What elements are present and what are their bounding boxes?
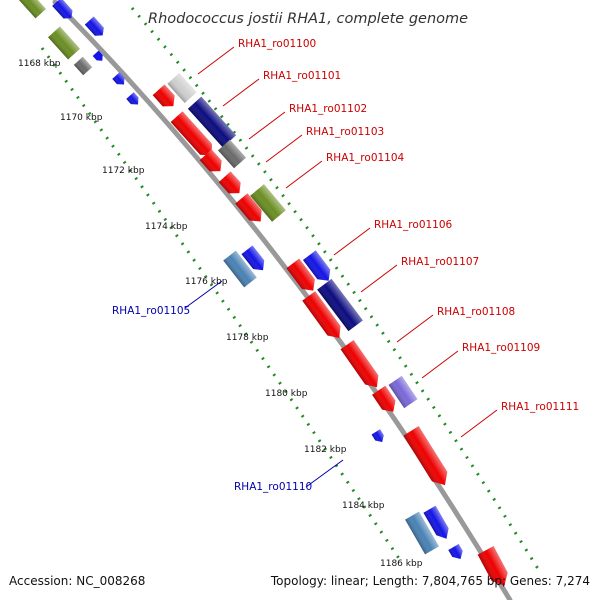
gene-label[interactable]: RHA1_ro01105 bbox=[112, 305, 190, 317]
genome-backbone bbox=[52, 0, 513, 600]
tick-label: 1172 kbp bbox=[102, 166, 145, 176]
tick-label: 1174 kbp bbox=[145, 222, 188, 232]
label-leader-line bbox=[265, 134, 303, 163]
gene-arrow[interactable] bbox=[286, 258, 319, 296]
genome-summary-text: Topology: linear; Length: 7,804,765 bp; … bbox=[270, 574, 590, 588]
gene-arrow[interactable] bbox=[302, 291, 346, 342]
gene-arrow[interactable] bbox=[477, 546, 513, 590]
dotted-guides bbox=[40, 7, 542, 573]
label-leader-line bbox=[396, 314, 434, 343]
gene-arrow[interactable] bbox=[48, 26, 80, 60]
gene-arrow[interactable] bbox=[340, 340, 384, 392]
label-leader-line bbox=[305, 459, 344, 488]
tick-label: 1178 kbp bbox=[226, 333, 269, 343]
label-leader-line bbox=[360, 264, 398, 293]
gene-arrow[interactable] bbox=[250, 184, 286, 222]
gene-label[interactable]: RHA1_ro01110 bbox=[234, 481, 312, 493]
gene-label[interactable]: RHA1_ro01103 bbox=[306, 126, 384, 138]
label-leader-line bbox=[421, 350, 459, 379]
label-leader-line bbox=[222, 78, 260, 107]
gene-arrow[interactable] bbox=[448, 543, 465, 562]
gene-label[interactable]: RHA1_ro01107 bbox=[401, 256, 479, 268]
tick-label: 1182 kbp bbox=[304, 445, 347, 455]
gene-arrow[interactable] bbox=[199, 149, 227, 176]
gene-arrow[interactable] bbox=[112, 72, 127, 88]
gene-arrow[interactable] bbox=[223, 250, 257, 288]
gene-arrow[interactable] bbox=[18, 0, 46, 19]
gene-arrow[interactable] bbox=[73, 56, 93, 76]
label-leader-line bbox=[184, 280, 223, 309]
gene-arrow[interactable] bbox=[423, 505, 452, 542]
gene-arrow[interactable] bbox=[218, 139, 246, 169]
forward-strand-genes bbox=[152, 72, 513, 590]
label-leader-line bbox=[285, 160, 323, 189]
gene-label[interactable]: RHA1_ro01102 bbox=[289, 103, 367, 115]
gene-label[interactable]: RHA1_ro01104 bbox=[326, 152, 405, 164]
reverse-gene-labels: RHA1_ro01105 RHA1_ro01110 bbox=[112, 280, 344, 493]
gene-label[interactable]: RHA1_ro01100 bbox=[238, 38, 316, 50]
gene-label[interactable]: RHA1_ro01101 bbox=[263, 70, 341, 82]
forward-gene-labels: RHA1_ro01100 RHA1_ro01101 RHA1_ro01102 R… bbox=[197, 38, 579, 438]
gene-arrow[interactable] bbox=[403, 426, 452, 490]
label-leader-line bbox=[248, 111, 286, 140]
gene-arrow[interactable] bbox=[241, 245, 268, 274]
gene-arrow[interactable] bbox=[167, 72, 197, 104]
tick-label: 1184 kbp bbox=[342, 501, 385, 511]
tick-label: 1168 kbp bbox=[18, 59, 61, 69]
tick-label: 1176 kbp bbox=[185, 277, 228, 287]
gene-arrow[interactable] bbox=[388, 375, 418, 409]
gene-arrow[interactable] bbox=[92, 50, 106, 64]
gene-arrow[interactable] bbox=[52, 0, 76, 22]
gene-arrow[interactable] bbox=[170, 111, 218, 160]
tick-label: 1186 kbp bbox=[380, 559, 423, 569]
gene-label[interactable]: RHA1_ro01109 bbox=[462, 342, 540, 354]
reverse-strand-genes bbox=[18, 0, 465, 562]
tick-labels: 1168 kbp 1170 kbp 1172 kbp 1174 kbp 1176… bbox=[18, 59, 423, 569]
map-title: Rhodococcus jostii RHA1, complete genome bbox=[148, 11, 468, 27]
gene-arrow[interactable] bbox=[187, 96, 237, 148]
gene-arrow[interactable] bbox=[302, 250, 335, 285]
gene-label[interactable]: RHA1_ro01111 bbox=[501, 401, 579, 413]
tick-label: 1170 kbp bbox=[60, 113, 103, 123]
gene-arrow[interactable] bbox=[372, 385, 400, 417]
gene-arrow[interactable] bbox=[317, 278, 363, 332]
gene-arrow[interactable] bbox=[405, 511, 439, 555]
gene-arrow[interactable] bbox=[152, 84, 180, 111]
accession-text: Accession: NC_008268 bbox=[9, 574, 145, 588]
gene-arrow[interactable] bbox=[126, 92, 141, 108]
gene-arrow[interactable] bbox=[84, 16, 107, 40]
gene-arrow[interactable] bbox=[218, 171, 246, 198]
gene-arrow[interactable] bbox=[235, 193, 267, 226]
gene-arrow[interactable] bbox=[371, 429, 387, 444]
label-leader-line bbox=[197, 46, 235, 75]
gene-label[interactable]: RHA1_ro01106 bbox=[374, 219, 453, 231]
outer-dotted-guide bbox=[130, 7, 542, 573]
label-leader-line bbox=[333, 227, 371, 256]
label-leader-line bbox=[460, 409, 498, 438]
tick-label: 1180 kbp bbox=[265, 389, 308, 399]
gene-label[interactable]: RHA1_ro01108 bbox=[437, 306, 515, 318]
